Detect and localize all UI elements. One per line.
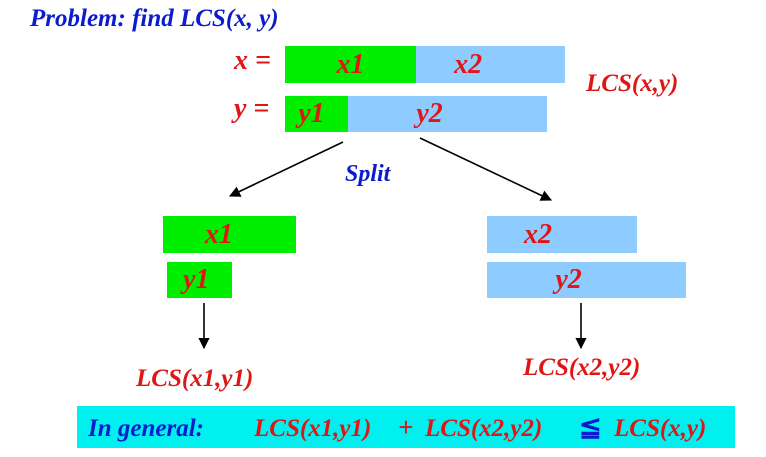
x2-segment: x2 [416,46,565,83]
y2-segment: y2 [348,96,547,132]
y2-segment-label: y2 [416,98,443,129]
right-y2-box: y2 [487,262,686,298]
left-y1-label: y1 [183,264,210,295]
split-arrow-right [419,137,553,201]
x1-segment: x1 [285,46,416,83]
term-lcs-x-y: LCS(x,y) [614,415,707,442]
general-inequality-banner: In general: LCS(x1,y1) + LCS(x2,y2) ≦ LC… [77,406,735,448]
problem-title: Problem: find LCS(x, y) [30,5,279,32]
less-equal-sign: ≦ [579,412,602,442]
term-lcs-x2-y2: LCS(x2,y2) [425,415,543,442]
left-x1-box: x1 [163,216,296,253]
split-label: Split [345,161,391,187]
x2-segment-label: x2 [454,48,483,80]
x-equals-label: x = [234,45,271,76]
x1-segment-label: x1 [336,48,365,80]
split-arrow-left [228,141,344,197]
left-result-label: LCS(x1,y1) [136,365,254,392]
right-x2-box: x2 [487,216,637,253]
y1-segment-label: y1 [298,98,325,129]
lcs-xy-label: LCS(x,y) [586,70,679,97]
in-general-label: In general: [88,415,204,442]
plus-sign: + [398,412,414,442]
y-equals-label: y = [234,93,270,124]
right-x2-label: x2 [524,218,552,250]
y1-segment: y1 [285,96,348,132]
right-y2-label: y2 [555,264,582,295]
right-result-label: LCS(x2,y2) [523,354,641,381]
term-lcs-x1-y1: LCS(x1,y1) [254,415,372,442]
left-x1-label: x1 [204,218,233,250]
left-y1-box: y1 [167,262,232,298]
